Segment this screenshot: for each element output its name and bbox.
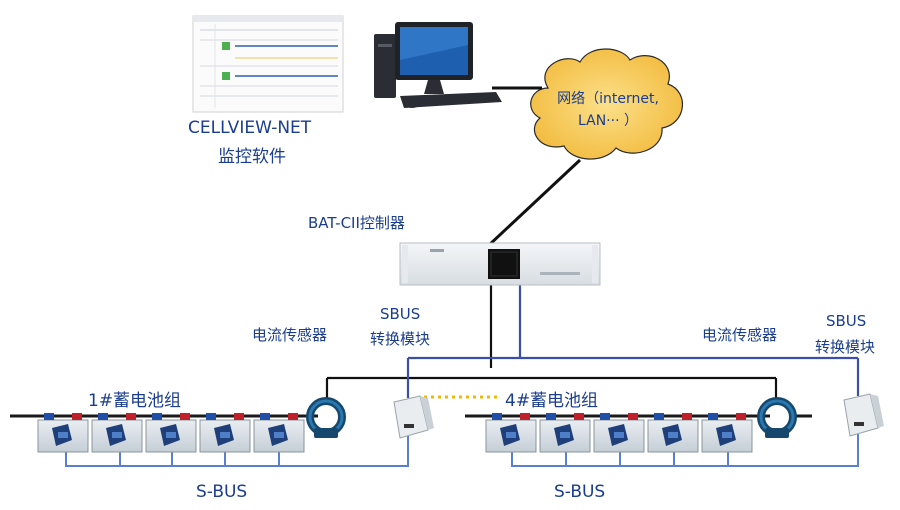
sbus-right-label-2: 转换模块 xyxy=(815,338,876,356)
battery-cell xyxy=(647,413,699,453)
battery-group-4 xyxy=(485,413,753,453)
software-subtitle: 监控软件 xyxy=(218,147,286,167)
sbus-module-left xyxy=(393,395,434,439)
bat-cii-controller xyxy=(399,242,601,286)
sbus-left-label-1: SBUS xyxy=(380,305,421,323)
s-bus-lines xyxy=(65,434,859,467)
software-screenshot xyxy=(192,15,344,113)
sensor-right-label: 电流传感器 xyxy=(702,326,778,344)
group1-label: 1#蓄电池组 xyxy=(88,391,182,411)
battery-cell xyxy=(593,413,645,453)
software-name: CELLVIEW-NET xyxy=(188,118,312,138)
battery-cell xyxy=(91,413,143,453)
battery-cell xyxy=(253,413,305,453)
sbus-left-label-2: 转换模块 xyxy=(370,330,431,348)
battery-cell xyxy=(199,413,251,453)
current-sensor-right xyxy=(757,397,797,438)
current-sensor-left xyxy=(306,397,346,438)
battery-cell xyxy=(145,413,197,453)
network-label: 网络（internet, LAN··· ） xyxy=(548,88,668,132)
controller-label: BAT-CII控制器 xyxy=(308,214,405,232)
battery-cell xyxy=(485,413,537,453)
battery-group-1 xyxy=(37,413,305,453)
bus-left-label: S-BUS xyxy=(196,482,248,502)
battery-cell xyxy=(539,413,591,453)
network-label-line1: 网络（internet, xyxy=(557,91,659,107)
group4-label: 4#蓄电池组 xyxy=(505,391,599,411)
battery-cell xyxy=(701,413,753,453)
connection-lines xyxy=(325,86,860,402)
computer-icon xyxy=(374,22,502,108)
sbus-module-right xyxy=(843,393,884,437)
sbus-right-label-1: SBUS xyxy=(826,312,867,330)
network-cloud xyxy=(530,48,684,160)
bus-right-label: S-BUS xyxy=(554,482,606,502)
network-label-line2: LAN··· ） xyxy=(578,113,638,129)
battery-cell xyxy=(37,413,89,453)
sensor-left-label: 电流传感器 xyxy=(252,326,328,344)
